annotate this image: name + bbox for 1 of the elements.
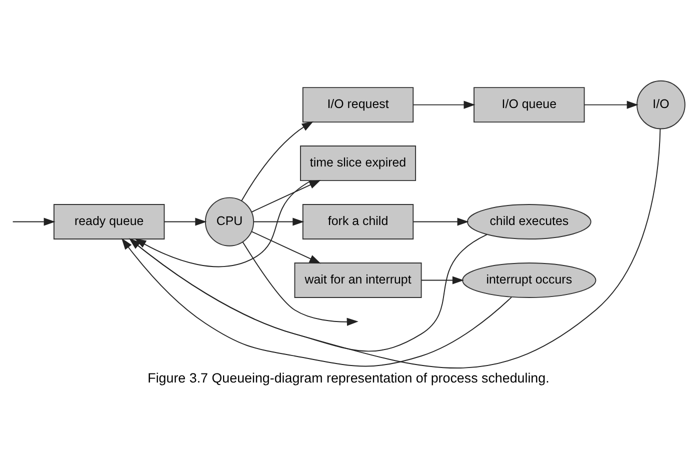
caption: Figure 3.7 Queueing-diagram representation of process scheduling. (148, 370, 550, 386)
